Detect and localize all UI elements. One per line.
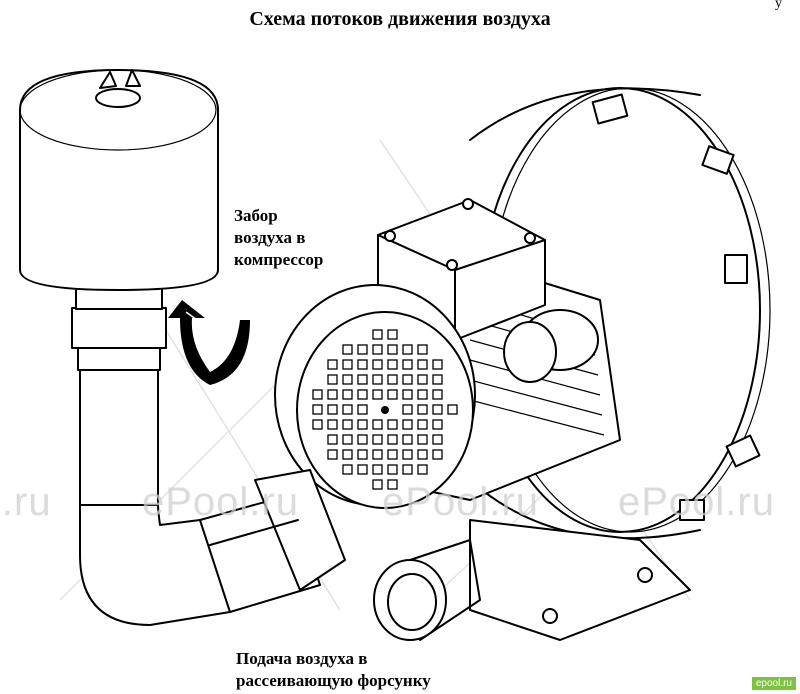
grille-slot	[357, 359, 368, 370]
grille-slot	[357, 419, 368, 430]
output-label: Подача воздуха в рассеивающую форсунку	[236, 648, 431, 692]
grille-slot	[357, 374, 368, 385]
grille-slot	[327, 434, 338, 445]
grille-slot	[342, 359, 353, 370]
grille-slot	[432, 419, 443, 430]
grille-slot	[402, 404, 413, 415]
intake-label: Забор воздуха в компрессор	[234, 205, 323, 271]
grille-slot	[372, 359, 383, 370]
source-badge: epool.ru	[751, 677, 796, 690]
grille-slot	[342, 374, 353, 385]
grille-slot	[417, 359, 428, 370]
grille-slot	[312, 389, 323, 400]
inlet-pipe	[71, 284, 346, 626]
grille-slot	[372, 344, 383, 355]
grille-slot	[432, 449, 443, 460]
grille-slot	[342, 449, 353, 460]
grille-slot	[417, 434, 428, 445]
grille-slot	[387, 479, 398, 490]
grille-slot	[342, 464, 353, 475]
intake-label-line-2: воздуха в	[234, 228, 306, 247]
grille-slot	[387, 449, 398, 460]
air-filter	[19, 69, 219, 291]
diagram-title: Схема потоков движения воздуха	[249, 8, 551, 30]
grille-slot	[387, 359, 398, 370]
grille-slot	[327, 419, 338, 430]
grille-slot	[357, 449, 368, 460]
fan-grille	[312, 329, 458, 490]
grille-slot	[357, 464, 368, 475]
grille-slot	[327, 404, 338, 415]
grille-slot	[327, 389, 338, 400]
output-label-line-2: рассеивающую форсунку	[236, 671, 431, 690]
grille-slot	[372, 374, 383, 385]
grille-slot	[372, 449, 383, 460]
watermark-1: l.ru	[0, 480, 52, 524]
grille-slot	[417, 419, 428, 430]
grille-slot	[432, 359, 443, 370]
base-plate	[469, 519, 691, 641]
curved-arrow-icon	[168, 300, 250, 385]
grille-slot	[402, 374, 413, 385]
grille-slot	[342, 434, 353, 445]
grille-slot	[357, 344, 368, 355]
grille-slot	[357, 434, 368, 445]
grille-slot	[387, 419, 398, 430]
grille-slot	[387, 329, 398, 340]
grille-slot	[357, 404, 368, 415]
grille-slot	[432, 404, 443, 415]
grille-slot	[417, 449, 428, 460]
grille-slot	[417, 374, 428, 385]
grille-slot	[327, 359, 338, 370]
grille-slot	[432, 434, 443, 445]
grille-slot	[387, 464, 398, 475]
grille-slot	[402, 449, 413, 460]
grille-slot	[432, 389, 443, 400]
corner-mark: y	[775, 0, 782, 11]
grille-slot	[342, 344, 353, 355]
intake-label-line-1: Забор	[234, 206, 278, 225]
watermark-2: ePool.ru	[142, 480, 299, 524]
grille-slot	[372, 419, 383, 430]
grille-slot	[372, 464, 383, 475]
watermark-4: ePool.ru	[618, 480, 775, 524]
grille-slot	[387, 389, 398, 400]
intake-label-line-3: компрессор	[234, 250, 324, 269]
grille-slot	[402, 389, 413, 400]
grille-slot	[312, 404, 323, 415]
grille-slot	[432, 374, 443, 385]
grille-slot	[417, 389, 428, 400]
grille-slot	[402, 464, 413, 475]
grille-slot	[402, 434, 413, 445]
grille-slot	[417, 344, 428, 355]
grille-slot	[372, 479, 383, 490]
grille-slot	[402, 419, 413, 430]
outlet-port	[373, 539, 481, 641]
grille-slot	[372, 389, 383, 400]
grille-slot	[387, 374, 398, 385]
grille-slot	[327, 449, 338, 460]
fan-hub	[381, 406, 389, 414]
grille-slot	[372, 329, 383, 340]
grille-slot	[312, 419, 323, 430]
grille-slot	[387, 344, 398, 355]
grille-slot	[387, 434, 398, 445]
grille-slot	[417, 464, 428, 475]
output-label-line-1: Подача воздуха в	[236, 649, 368, 668]
grille-slot	[327, 374, 338, 385]
watermark-3: ePool.ru	[382, 480, 539, 524]
grille-slot	[342, 404, 353, 415]
grille-slot	[372, 434, 383, 445]
grille-slot	[342, 419, 353, 430]
grille-slot	[417, 404, 428, 415]
grille-slot	[402, 359, 413, 370]
fan-cover	[274, 284, 476, 509]
grille-slot	[342, 389, 353, 400]
grille-slot	[357, 389, 368, 400]
grille-slot	[402, 344, 413, 355]
grille-slot	[447, 404, 458, 415]
